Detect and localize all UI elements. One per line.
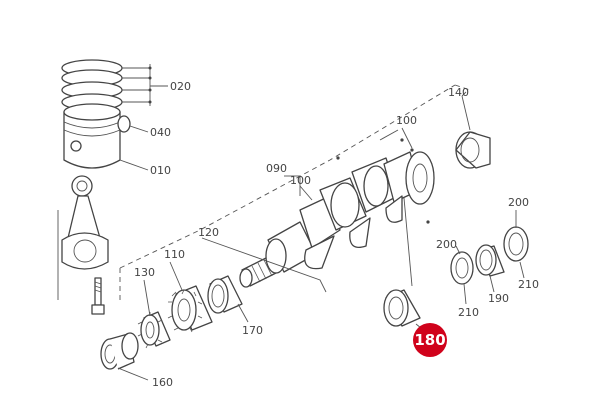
gear-130 [137, 311, 171, 349]
main-bearing-180 [383, 289, 421, 327]
highlight-callout-180[interactable]: 180 [413, 323, 447, 357]
label-110: 110 [164, 248, 185, 261]
label-190: 190 [488, 292, 509, 305]
label-160: 160 [152, 376, 173, 389]
connecting-rod-bolt [91, 277, 105, 315]
snap-ring [117, 115, 131, 133]
bearing-170 [207, 275, 243, 314]
label-170: 170 [242, 324, 263, 337]
label-100-top: 100 [396, 114, 417, 127]
label-090: 090 [266, 162, 287, 175]
ring-leader-lines [122, 64, 168, 106]
piston-rings [61, 59, 123, 111]
highlight-badge[interactable] [413, 323, 447, 357]
thrust-collar-200-right [503, 226, 529, 262]
thrust-collar-200-left [450, 251, 474, 285]
assembly-dashed-outline [119, 84, 471, 300]
label-210-right: 210 [518, 278, 539, 291]
part-labels: 020 040 010 090 100 100 140 120 110 130 … [134, 80, 539, 389]
label-100-center: 100 [290, 174, 311, 187]
highlight-badge-label: 180 [414, 331, 445, 349]
gear-110 [167, 285, 213, 333]
label-140: 140 [448, 86, 469, 99]
label-040: 040 [150, 126, 171, 139]
label-020: 020 [170, 80, 191, 93]
leader-lines [117, 91, 525, 381]
connecting-rod [57, 175, 109, 300]
o-ring [121, 332, 139, 360]
label-120: 120 [198, 226, 219, 239]
bearing-190 [475, 244, 505, 277]
label-010: 010 [150, 164, 171, 177]
label-200-right: 200 [508, 196, 529, 209]
piston [63, 103, 121, 169]
crankshaft [239, 138, 435, 288]
bushing-140 [455, 95, 491, 169]
label-200-left: 200 [436, 238, 457, 251]
label-130: 130 [134, 266, 155, 279]
piston-assembly [61, 59, 168, 171]
label-210-left: 210 [458, 306, 479, 319]
